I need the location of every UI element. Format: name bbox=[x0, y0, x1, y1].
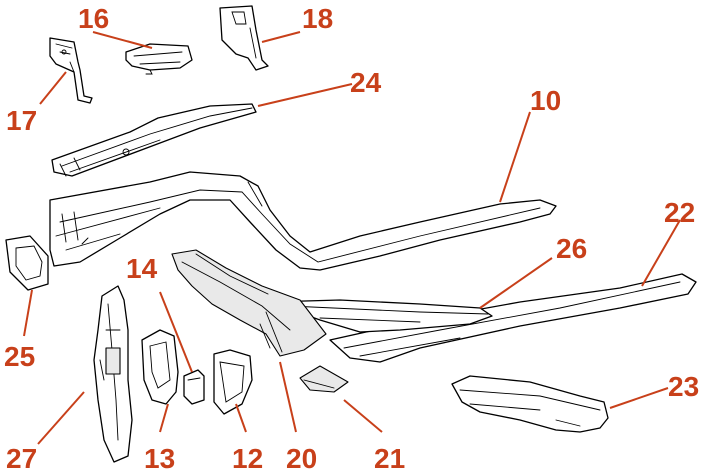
part-17-bracket[interactable] bbox=[49, 37, 93, 104]
part-23-box-section[interactable] bbox=[451, 375, 609, 433]
callout-24: 24 bbox=[350, 67, 382, 98]
part-27-pillar[interactable] bbox=[93, 285, 133, 463]
callout-12: 12 bbox=[232, 443, 263, 473]
callout-13: 13 bbox=[144, 443, 175, 473]
part-14-tab[interactable] bbox=[183, 369, 205, 405]
part-18-plate[interactable] bbox=[219, 5, 269, 71]
callout-27: 27 bbox=[6, 443, 37, 473]
callout-23: 23 bbox=[668, 371, 699, 402]
callout-10: 10 bbox=[530, 85, 561, 116]
part-25-flange-plate[interactable] bbox=[5, 235, 49, 291]
callout-26: 26 bbox=[556, 233, 587, 264]
part-10-rocker-sill[interactable] bbox=[49, 171, 557, 271]
callout-21: 21 bbox=[374, 443, 405, 473]
part-22-lower-rail[interactable] bbox=[329, 273, 697, 363]
callout-22: 22 bbox=[664, 197, 695, 228]
part-26-inner-rail[interactable] bbox=[269, 299, 493, 333]
callout-20: 20 bbox=[286, 443, 317, 473]
callout-labels: 16 17 18 24 10 22 26 14 25 27 13 12 20 2… bbox=[4, 3, 699, 473]
part-13-gusset[interactable] bbox=[141, 329, 179, 405]
part-16-bracket[interactable] bbox=[125, 43, 193, 75]
callout-17: 17 bbox=[6, 105, 37, 136]
part-24-upper-rail[interactable] bbox=[51, 103, 257, 177]
callout-18: 18 bbox=[302, 3, 333, 34]
part-12-bracket[interactable] bbox=[213, 349, 253, 415]
callout-25: 25 bbox=[4, 341, 35, 372]
callout-14: 14 bbox=[126, 253, 158, 284]
leader-lines bbox=[23, 31, 681, 445]
callout-16: 16 bbox=[78, 3, 109, 34]
part-20-inner-panel[interactable] bbox=[171, 249, 327, 357]
part-21-wedge[interactable] bbox=[299, 365, 349, 393]
